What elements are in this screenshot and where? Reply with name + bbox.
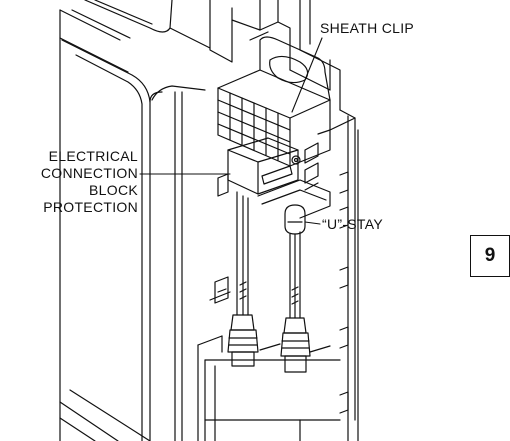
lower-housing [197, 335, 341, 441]
electrical-label-line-1: ELECTRICAL [48, 148, 138, 164]
page-number: 9 [484, 245, 496, 266]
cable-connectors [227, 314, 311, 373]
page-number-box: 9 [470, 235, 510, 277]
electrical-label-line-4: PROTECTION [43, 199, 138, 215]
u-stay-bracket [257, 179, 331, 235]
appliance-housing [59, 0, 211, 441]
electrical-connection-block-label: ELECTRICAL CONNECTION BLOCK PROTECTION [41, 148, 138, 216]
upper-bracket [209, 0, 359, 441]
cables [236, 191, 301, 319]
electrical-label-line-3: BLOCK [89, 182, 138, 198]
left-clips [209, 276, 231, 304]
electrical-label-line-2: CONNECTION [40, 165, 138, 181]
sheath-clip-grid [217, 36, 331, 167]
sheath-clip-label: SHEATH CLIP [320, 20, 415, 36]
u-stay-label: “U”-STAY [322, 216, 383, 232]
leader-lines [139, 37, 323, 225]
connection-block [217, 137, 301, 197]
